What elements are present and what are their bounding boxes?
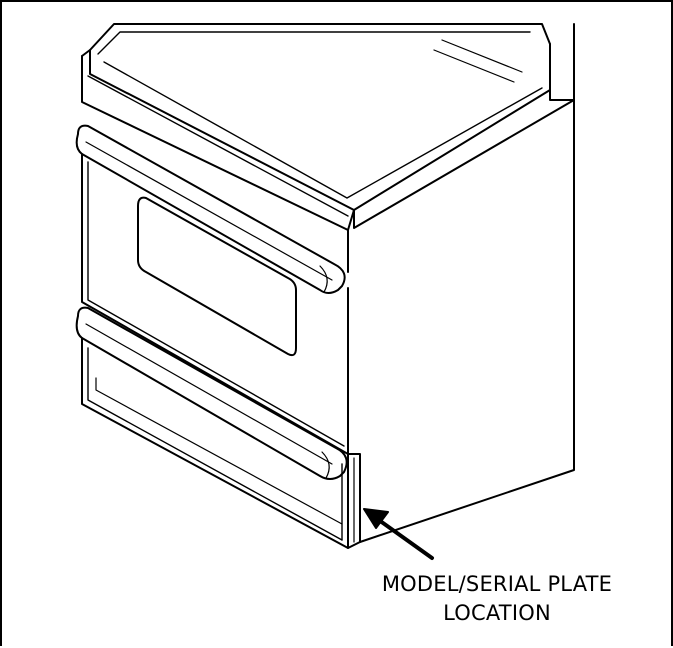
- cooktop: [89, 23, 551, 211]
- callout-line-1: MODEL/SERIAL PLATE: [381, 572, 613, 596]
- range-side-panel: [353, 23, 575, 543]
- oven-door-handle: [75, 124, 346, 294]
- oven-window: [137, 196, 297, 357]
- oven-door: [81, 153, 349, 455]
- callout-arrow: [363, 508, 434, 560]
- storage-drawer: [81, 337, 361, 549]
- range-front-top: [81, 49, 355, 231]
- model-serial-plate-label: MODEL/SERIAL PLATE LOCATION: [332, 570, 662, 628]
- callout-line-2: LOCATION: [443, 601, 551, 625]
